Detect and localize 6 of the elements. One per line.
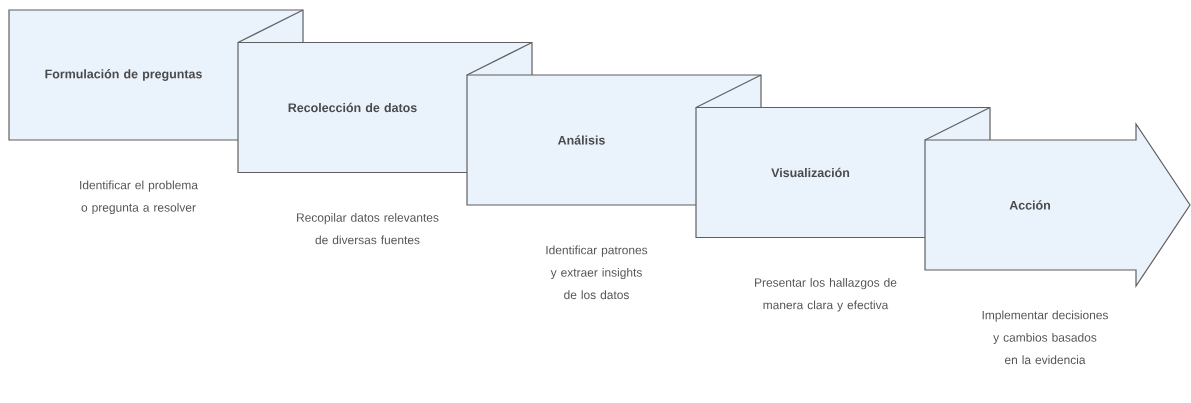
step-description: Identificar patrones y extraer insights de los datos xyxy=(546,245,648,300)
step-box: Acción xyxy=(924,106,1191,288)
step-description: Recopilar datos relevantes de diversas fuentes xyxy=(297,213,439,245)
step-description: Implementar decisiones y cambios basados en la evidencia xyxy=(982,310,1108,365)
step-description: Presentar los hallazgos de manera clara y efectiva xyxy=(755,278,897,312)
step-description: Identificar el problema o pregunta a resolver xyxy=(80,180,198,215)
